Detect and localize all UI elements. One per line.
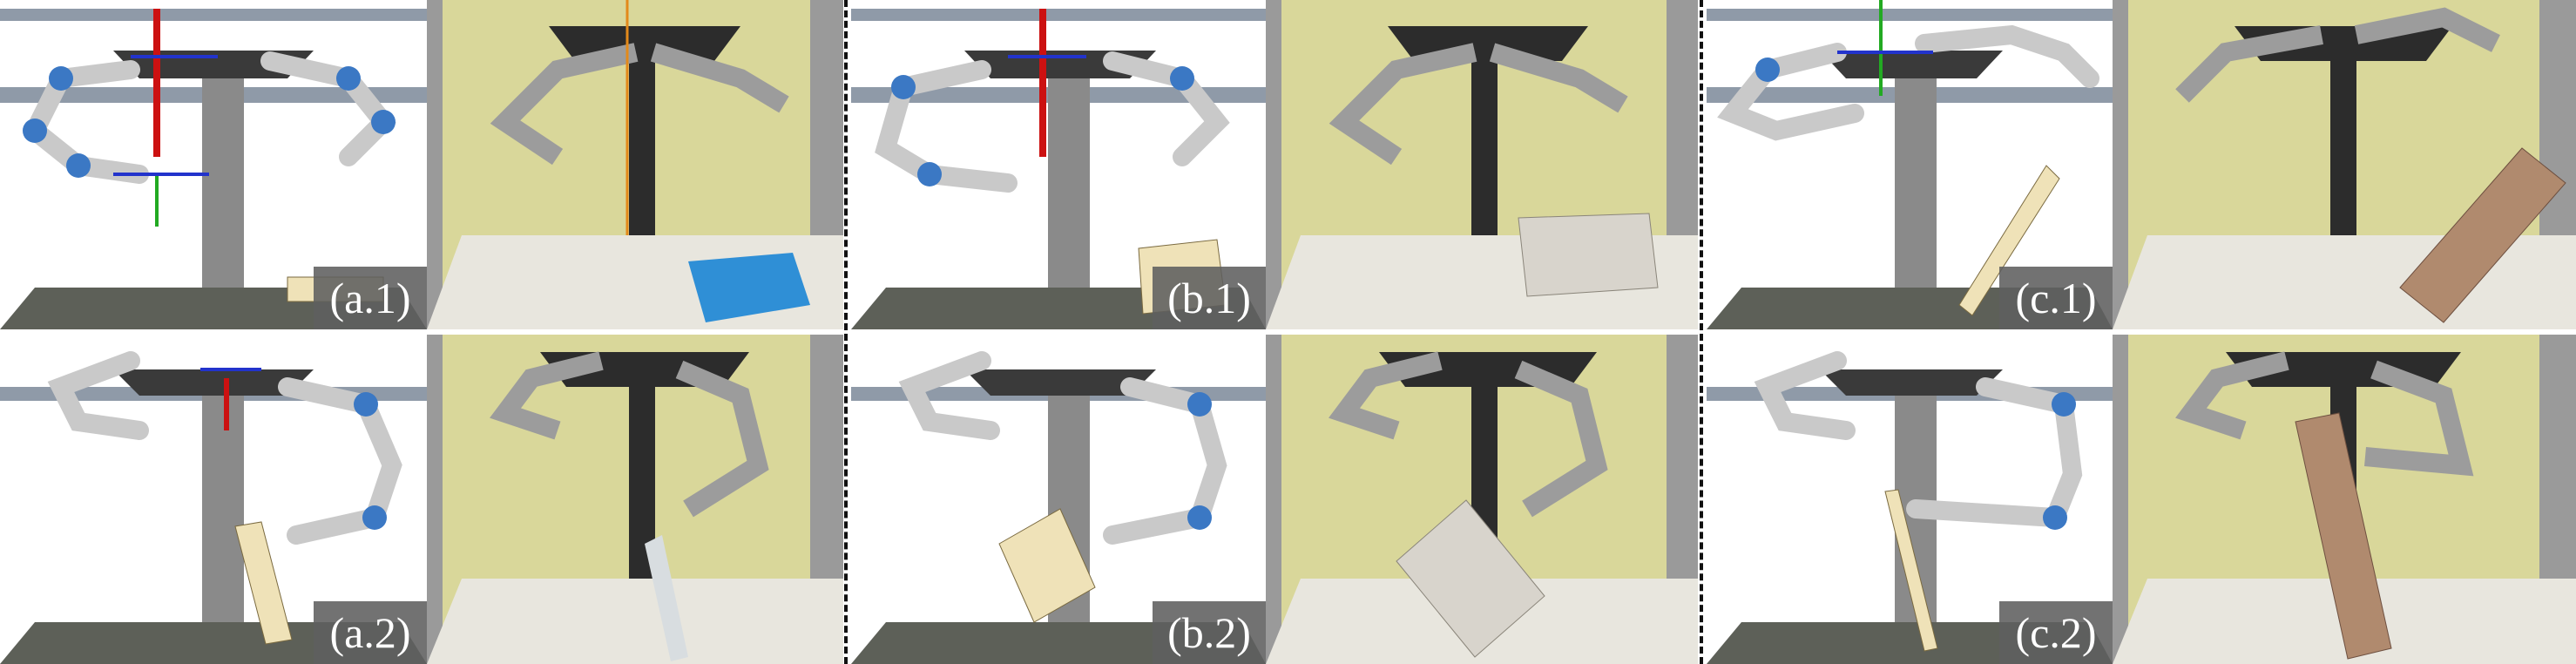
photo-panel-b2 — [1266, 335, 1698, 664]
photo-panel-c1 — [2113, 0, 2576, 329]
robot-arm-left — [23, 60, 149, 184]
sim-panel-b2: (b.2) — [851, 335, 1266, 664]
sim-panel-a1: (a.1) — [0, 0, 427, 329]
simulation-scene — [1707, 335, 2113, 664]
panel-label: (b.1) — [1153, 267, 1266, 329]
panel-label: (a.2) — [314, 601, 427, 664]
divider-2 — [1700, 0, 1703, 664]
panel-label: (c.2) — [1999, 601, 2113, 664]
real-photo-scene — [1266, 0, 1698, 329]
sim-panel-a2: (a.2) — [0, 335, 427, 664]
photo-panel-c2 — [2113, 335, 2576, 664]
sim-panel-b1: (b.1) — [851, 0, 1266, 329]
real-photo-scene — [1266, 335, 1698, 664]
panel-label: (b.2) — [1153, 601, 1266, 664]
robot-arm-right — [260, 51, 396, 166]
panel-group-a: (a.1) (a.2) — [0, 0, 843, 664]
real-photo-scene — [2113, 0, 2576, 329]
panel-label: (c.1) — [1999, 267, 2113, 329]
panel-group-b: (b.1) (b.2) — [851, 0, 1698, 664]
real-photo-scene — [2113, 335, 2576, 664]
real-photo-scene — [427, 335, 843, 664]
panel-group-c: (c.1) (c.2) — [1707, 0, 2576, 664]
photo-panel-a2 — [427, 335, 843, 664]
sim-panel-c2: (c.2) — [1707, 335, 2113, 664]
real-photo-scene — [427, 0, 843, 329]
simulation-scene — [0, 335, 427, 664]
photo-panel-b1 — [1266, 0, 1698, 329]
photo-panel-a1 — [427, 0, 843, 329]
sim-panel-c1: (c.1) — [1707, 0, 2113, 329]
divider-1 — [844, 0, 848, 664]
panel-label: (a.1) — [314, 267, 427, 329]
